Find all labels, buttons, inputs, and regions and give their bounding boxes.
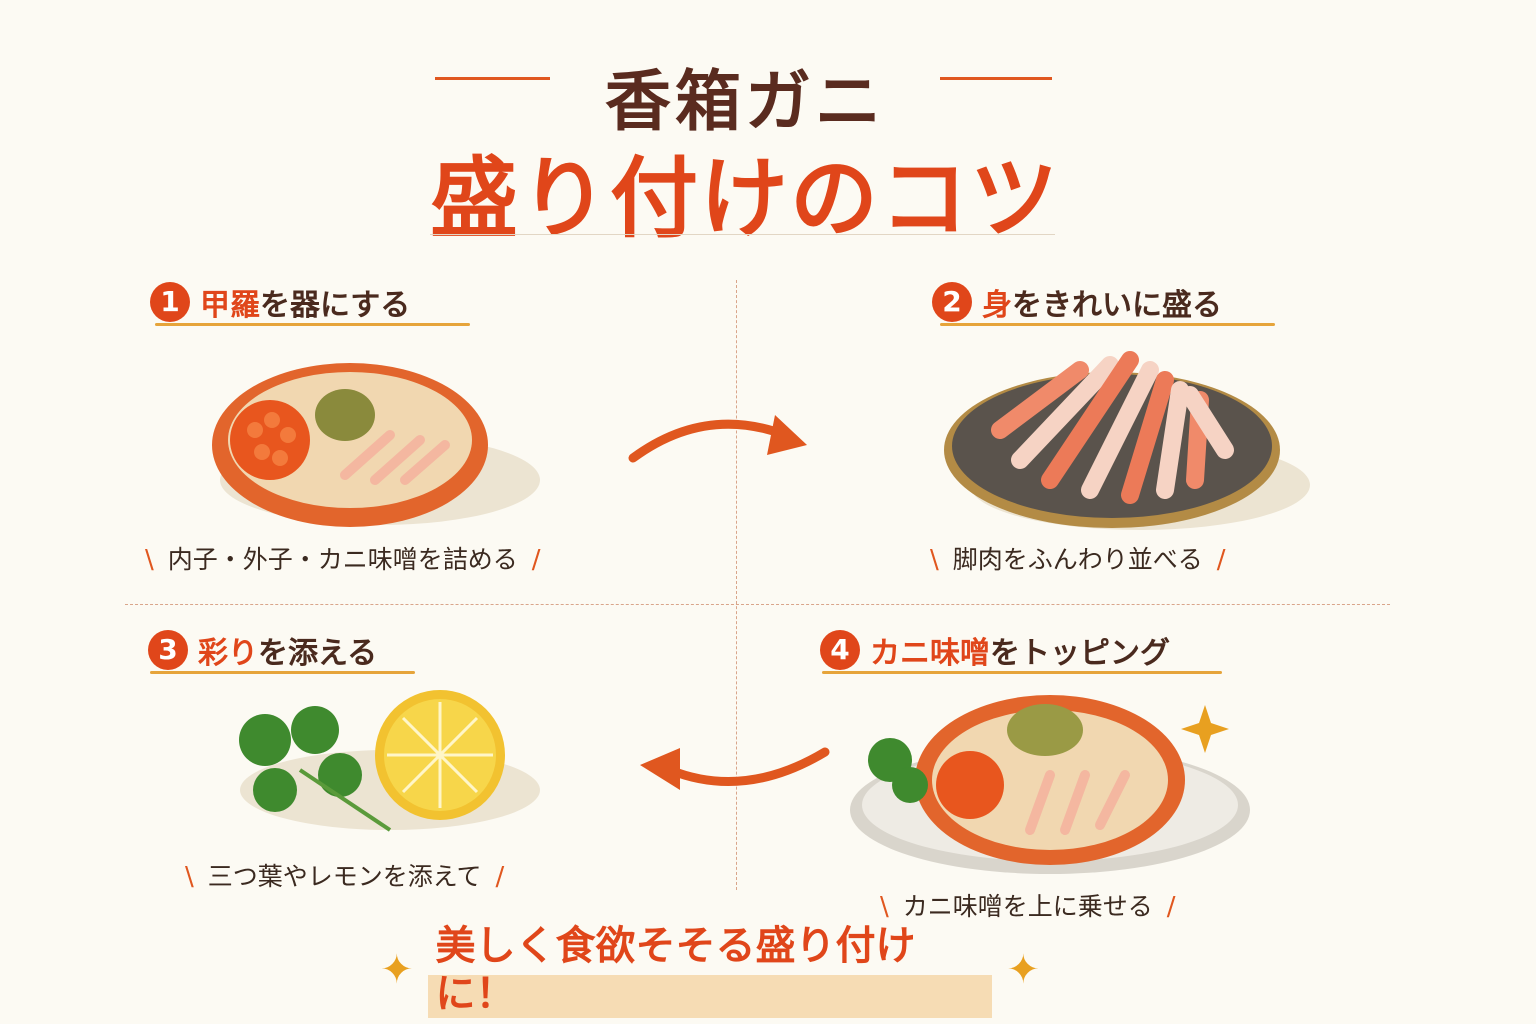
step-title-rest: をきれいに盛る: [1012, 288, 1222, 323]
parsley-icon: [239, 706, 362, 812]
step-4-heading: 4 カニ味噌をトッピング: [820, 628, 1170, 672]
step-number-badge: 2: [932, 282, 972, 322]
step-2-underline: [940, 323, 1275, 326]
crab-shell-filled-illustration: [212, 363, 540, 527]
step-title-rest: を添える: [258, 636, 378, 671]
step-4-underline: [822, 671, 1222, 674]
caption-text: 内子・外子・カニ味噌を詰める: [167, 545, 518, 574]
caption-text: 三つ葉やレモンを添えて: [207, 862, 482, 891]
page-title: 香箱ガニ: [605, 63, 885, 140]
title-rule-right: [940, 77, 1052, 80]
vertical-divider: [736, 280, 737, 890]
roe-icon: [936, 751, 1004, 819]
page-subtitle: 盛り付けのコツ: [429, 147, 1060, 250]
horizontal-divider: [125, 604, 1390, 605]
crab-legs-plate-illustration: [944, 351, 1310, 530]
footer-banner: ✦ 美しく食欲そそる盛り付けに！ ✦: [380, 922, 1040, 1018]
crab-miso-icon: [1007, 704, 1083, 756]
step-number-badge: 3: [148, 630, 188, 670]
step-title-accent: 身: [982, 288, 1012, 323]
step-number-badge: 4: [820, 630, 860, 670]
step-1-caption: \内子・外子・カニ味噌を詰める/: [145, 545, 541, 575]
step-title-accent: 彩り: [198, 636, 258, 671]
step-title-accent: 甲羅: [200, 288, 260, 323]
crab-miso-icon: [315, 389, 375, 441]
footer-text: 美しく食欲そそる盛り付けに！: [427, 922, 993, 1018]
title-divider: [430, 234, 1055, 235]
step-number-badge: 1: [150, 282, 190, 322]
sparkle-icon: ✦: [380, 947, 414, 993]
caption-text: 脚肉をふんわり並べる: [952, 545, 1203, 574]
caption-text: カニ味噌を上に乗せる: [902, 892, 1153, 921]
crab-legs-icon: [991, 351, 1234, 504]
sparkle-icon: ✦: [1006, 947, 1040, 993]
step-2-caption: \脚肉をふんわり並べる/: [930, 545, 1226, 575]
arrow-right-icon: [628, 415, 807, 463]
step-3-caption: \三つ葉やレモンを添えて/: [185, 862, 505, 892]
step-3-heading: 3 彩りを添える: [148, 628, 377, 672]
step-3-underline: [150, 671, 415, 674]
parsley-icon: [868, 738, 928, 803]
parsley-lemon-illustration: [239, 690, 540, 832]
step-title-rest: を器にする: [260, 288, 411, 323]
step-1-heading: 1 甲羅を器にする: [150, 280, 410, 324]
step-2-heading: 2 身をきれいに盛る: [932, 280, 1222, 324]
arrow-left-icon: [640, 747, 830, 790]
crab-shell-plated-illustration: [850, 695, 1250, 874]
sparkle-icon: [1181, 705, 1229, 753]
step-1-underline: [155, 323, 470, 326]
roe-icon: [230, 400, 310, 480]
step-title-rest: をトッピング: [990, 636, 1170, 671]
step-title-accent: カニ味噌: [870, 636, 990, 671]
title-rule-left: [435, 77, 550, 80]
step-4-caption: \カニ味噌を上に乗せる/: [880, 892, 1176, 922]
